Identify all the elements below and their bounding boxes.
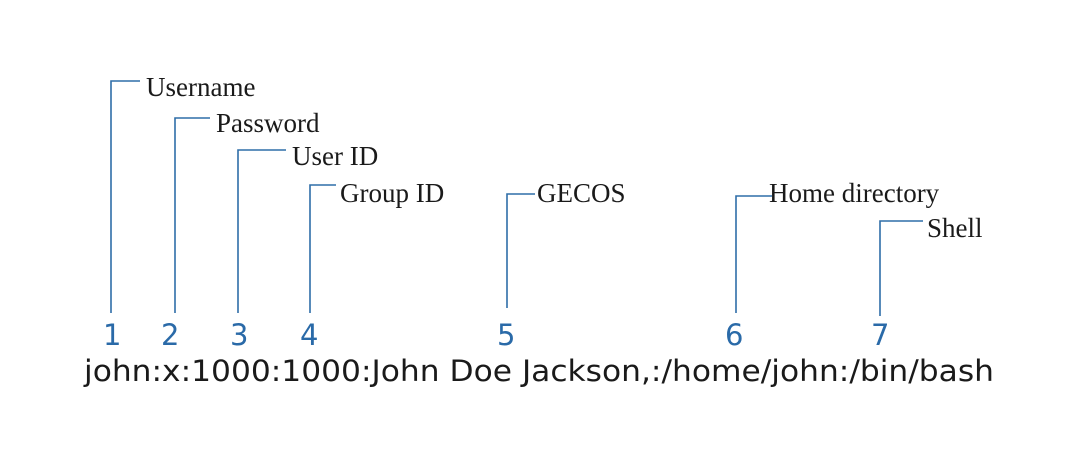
field-5-number: 5 (497, 318, 515, 352)
field-3-leader-line (237, 149, 286, 313)
field-2-leader-line (174, 117, 210, 313)
field-5-annotation: GECOS 5 (497, 178, 626, 352)
field-7-number: 7 (871, 318, 889, 352)
field-2-annotation: Password 2 (161, 108, 320, 352)
field-7-annotation: Shell 7 (871, 213, 983, 352)
field-6-leader-line (735, 195, 772, 313)
field-6-label: Home directory (769, 178, 940, 208)
field-1-annotation: Username 1 (103, 72, 255, 352)
field-7-label: Shell (927, 213, 983, 243)
field-3-number: 3 (230, 318, 248, 352)
field-4-annotation: Group ID 4 (300, 178, 444, 352)
field-3-label: User ID (292, 141, 378, 171)
field-1-label: Username (146, 72, 255, 102)
field-6-number: 6 (725, 318, 743, 352)
field-5-leader-line (506, 193, 535, 308)
field-5-label: GECOS (537, 178, 626, 208)
field-4-label: Group ID (340, 178, 444, 208)
field-2-label: Password (216, 108, 320, 138)
passwd-record-line: john:x:1000:1000:John Doe Jackson,:/home… (83, 354, 994, 388)
field-7-leader-line (879, 220, 923, 316)
field-1-leader-line (110, 80, 140, 313)
field-4-leader-line (309, 184, 336, 313)
field-6-annotation: Home directory 6 (725, 178, 940, 352)
field-2-number: 2 (161, 318, 179, 352)
field-3-annotation: User ID 3 (230, 141, 378, 352)
field-4-number: 4 (300, 318, 318, 352)
field-1-number: 1 (103, 318, 121, 352)
